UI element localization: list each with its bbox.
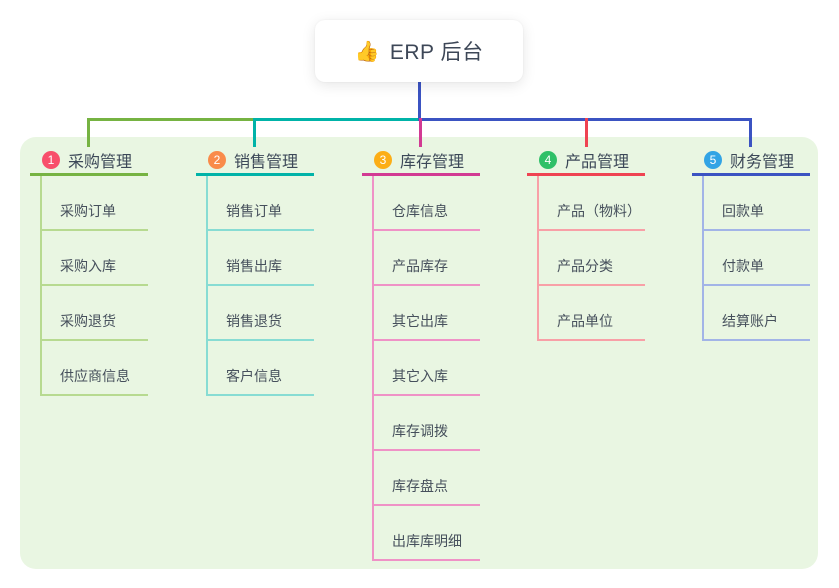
node-customer-info[interactable]: 客户信息 [208,341,314,396]
node-outbound-detail[interactable]: 出库库明细 [374,506,480,561]
node-sales-return[interactable]: 销售退货 [208,286,314,341]
node-sales-order[interactable]: 销售订单 [208,176,314,231]
node-supplier-info[interactable]: 供应商信息 [42,341,148,396]
drop-connector-purchase [87,118,90,147]
node-receipt-bill[interactable]: 回款单 [704,176,810,231]
bus-connector-finance [418,118,751,121]
node-purchase-return[interactable]: 采购退货 [42,286,148,341]
branch-purchase-children: 采购订单 采购入库 采购退货 供应商信息 [40,176,148,396]
branch-number-badge: 2 [208,151,226,169]
branch-number-badge: 3 [374,151,392,169]
node-purchase-order[interactable]: 采购订单 [42,176,148,231]
node-product-category[interactable]: 产品分类 [539,231,645,286]
branch-purchase: 1 采购管理 采购订单 采购入库 采购退货 供应商信息 [30,147,148,396]
drop-connector-finance [749,118,752,147]
root-stem-connector [418,82,421,119]
node-purchase-inbound[interactable]: 采购入库 [42,231,148,286]
branch-inventory-header[interactable]: 3 库存管理 [362,147,480,176]
branch-sales-label: 销售管理 [234,154,299,171]
node-stock-take[interactable]: 库存盘点 [374,451,480,506]
node-settlement-account[interactable]: 结算账户 [704,286,810,341]
branch-number-badge: 1 [42,151,60,169]
branch-number-badge: 5 [704,151,722,169]
node-payment-bill[interactable]: 付款单 [704,231,810,286]
thumbs-up-icon: 👍 [354,40,380,63]
branch-sales: 2 销售管理 销售订单 销售出库 销售退货 客户信息 [196,147,314,396]
branch-inventory-label: 库存管理 [400,154,465,171]
branch-number-badge: 4 [539,151,557,169]
branch-inventory: 3 库存管理 仓库信息 产品库存 其它出库 其它入库 库存调拨 库存盘点 出库库… [362,147,480,561]
branch-purchase-header[interactable]: 1 采购管理 [30,147,148,176]
branch-inventory-children: 仓库信息 产品库存 其它出库 其它入库 库存调拨 库存盘点 出库库明细 [372,176,480,561]
branch-product-children: 产品（物料） 产品分类 产品单位 [537,176,645,341]
branch-sales-children: 销售订单 销售出库 销售退货 客户信息 [206,176,314,396]
bus-connector-sales [254,118,421,121]
drop-connector-inventory [419,118,422,147]
branch-finance-label: 财务管理 [730,154,795,171]
node-sales-outbound[interactable]: 销售出库 [208,231,314,286]
node-other-inbound[interactable]: 其它入库 [374,341,480,396]
branch-finance-children: 回款单 付款单 结算账户 [702,176,810,341]
branch-purchase-label: 采购管理 [68,154,133,171]
branch-product-header[interactable]: 4 产品管理 [527,147,645,176]
root-node[interactable]: 👍 ERP 后台 [315,20,523,82]
branch-product: 4 产品管理 产品（物料） 产品分类 产品单位 [527,147,645,341]
branch-product-label: 产品管理 [565,154,630,171]
node-product-unit[interactable]: 产品单位 [539,286,645,341]
drop-connector-sales [253,118,256,147]
node-product-material[interactable]: 产品（物料） [539,176,645,231]
branch-finance-header[interactable]: 5 财务管理 [692,147,810,176]
branch-sales-header[interactable]: 2 销售管理 [196,147,314,176]
branches-panel [20,137,818,569]
node-stock-transfer[interactable]: 库存调拨 [374,396,480,451]
branch-finance: 5 财务管理 回款单 付款单 结算账户 [692,147,810,341]
drop-connector-product [585,118,588,147]
root-node-label: ERP 后台 [389,41,484,64]
node-product-stock[interactable]: 产品库存 [374,231,480,286]
node-warehouse-info[interactable]: 仓库信息 [374,176,480,231]
node-other-outbound[interactable]: 其它出库 [374,286,480,341]
